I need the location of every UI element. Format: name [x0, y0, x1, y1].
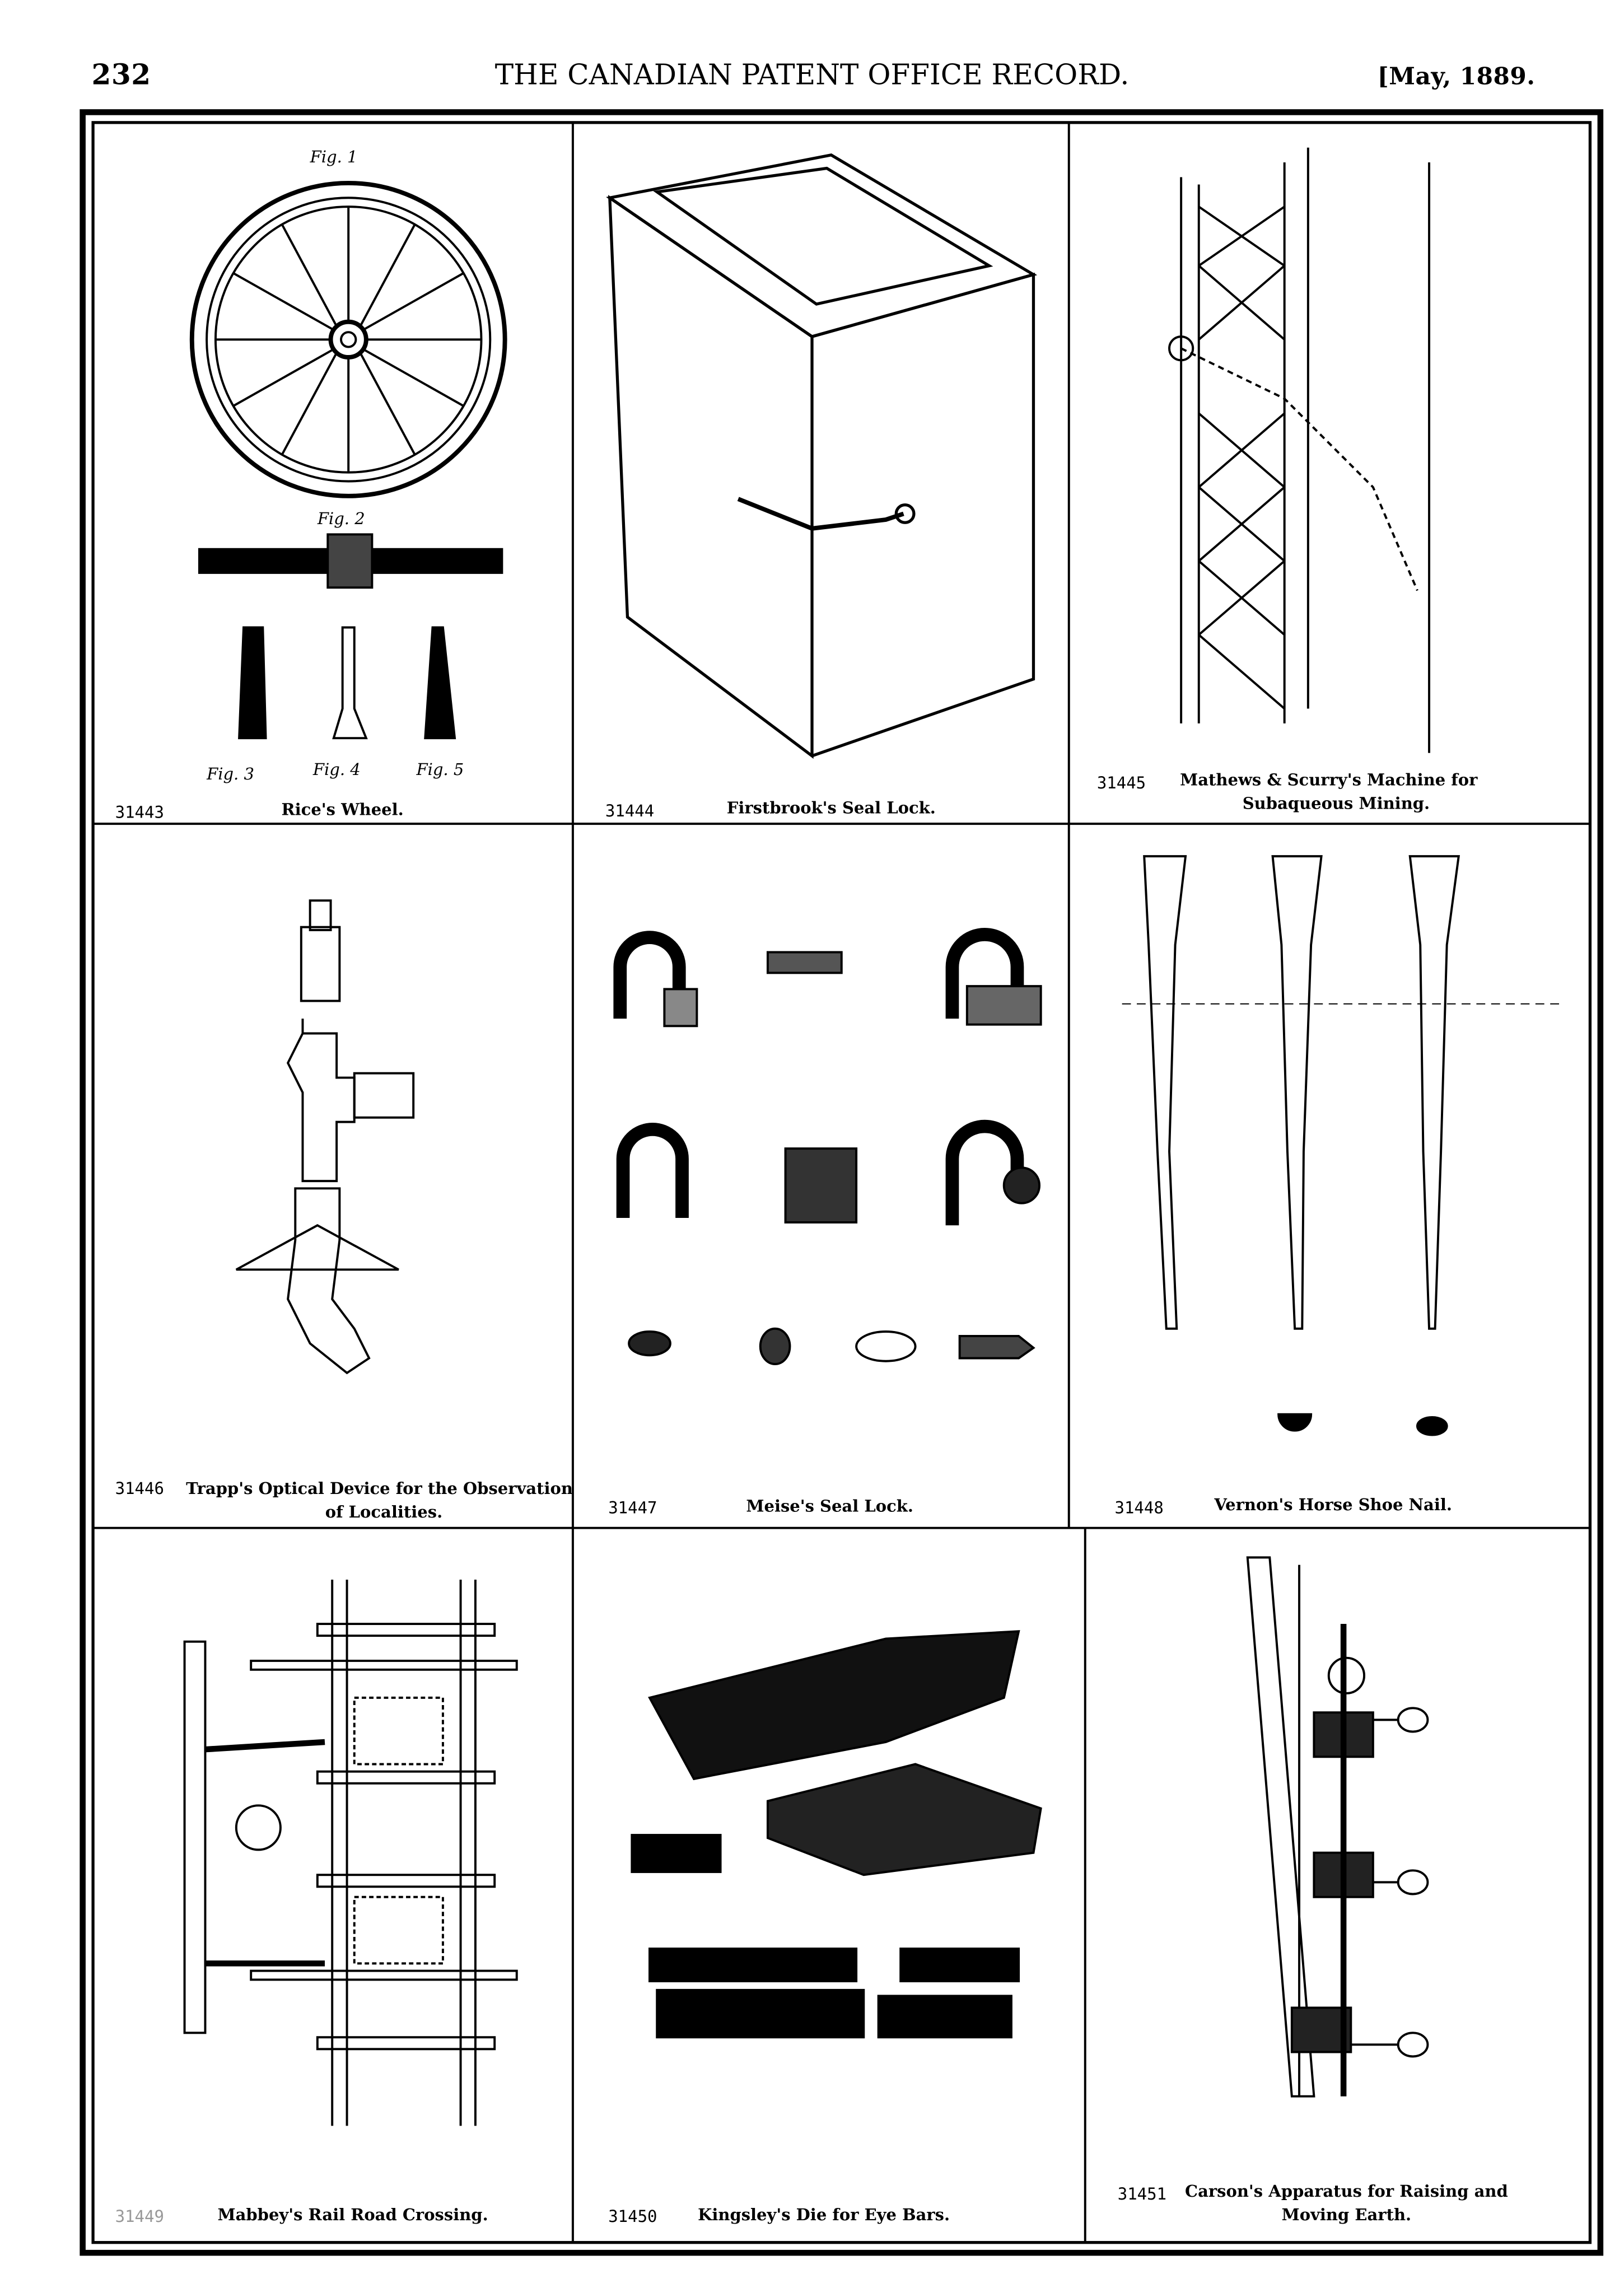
figure-caption: Mathews & Scurry's Machine for: [1180, 771, 1478, 790]
wheel-drawing: [189, 180, 507, 740]
figure-caption: Firstbrook's Seal Lock.: [726, 799, 936, 818]
fig-label: Fig. 5: [416, 760, 464, 779]
patent-number: 31447: [608, 1498, 657, 1518]
figure-caption: Subaqueous Mining.: [1242, 794, 1430, 814]
patent-number: 31449: [115, 2207, 164, 2226]
patent-number: 31444: [605, 801, 655, 821]
figure-caption: Kingsley's Die for Eye Bars.: [698, 2205, 950, 2225]
patent-number: 31446: [115, 1479, 164, 1498]
rail-crossing-drawing: [183, 1579, 518, 2126]
figure-caption: Moving Earth.: [1281, 2205, 1412, 2225]
fig-label: Fig. 1: [310, 147, 358, 166]
eye-bar-die-drawing: [631, 1630, 1042, 2039]
patent-number: 31445: [1096, 773, 1146, 793]
figure-caption: Mabbey's Rail Road Crossing.: [217, 2205, 488, 2225]
figure-caption: Trapp's Optical Device for the Observati…: [186, 1479, 573, 1498]
patent-number: 31451: [1117, 2184, 1167, 2205]
horse-shoe-nails-drawing: [1122, 855, 1565, 1436]
figure-caption: Meise's Seal Lock.: [746, 1497, 913, 1516]
page-title: THE CANADIAN PATENT OFFICE RECORD.: [494, 59, 1130, 92]
inner-frame: [91, 121, 1592, 2244]
optical-device-drawing: [235, 899, 415, 1375]
padlocks-drawing: [613, 928, 1024, 1226]
figure-caption: Vernon's Horse Shoe Nail.: [1214, 1495, 1453, 1515]
figure-caption: Carson's Apparatus for Raising and: [1185, 2182, 1508, 2201]
issue-date: [May, 1889.: [1377, 62, 1536, 90]
fig-label: Fig. 2: [317, 509, 365, 528]
patent-number: 31450: [608, 2207, 657, 2226]
patent-number: 31448: [1114, 1498, 1164, 1518]
mining-machine-drawing: [1168, 147, 1431, 753]
fig-label: Fig. 4: [312, 760, 361, 779]
patent-number: 31443: [115, 803, 164, 823]
page-number: 232: [91, 59, 151, 92]
figure-caption: Rice's Wheel.: [281, 800, 404, 820]
figure-caption: of Localities.: [325, 1502, 443, 1523]
fig-label: Fig. 3: [206, 764, 254, 783]
seal-lock-box-drawing: [606, 153, 1038, 759]
earth-moving-apparatus-drawing: [1246, 1556, 1429, 2098]
outer-frame: [80, 109, 1604, 2256]
